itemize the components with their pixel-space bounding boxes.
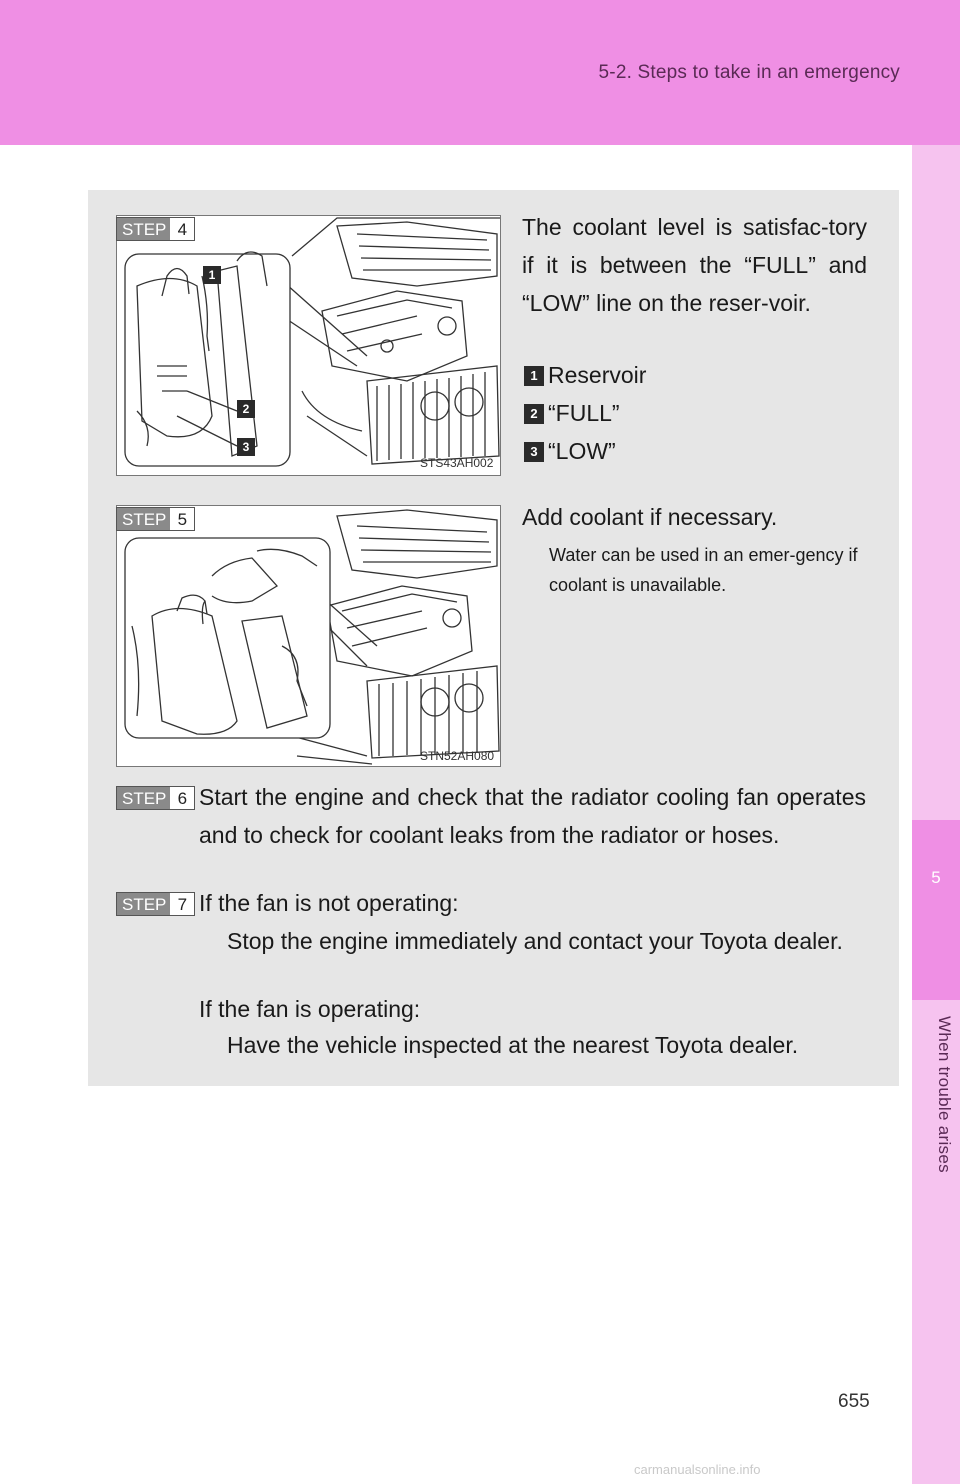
legend-num: 2 bbox=[524, 403, 544, 424]
chapter-tab-strip bbox=[912, 145, 960, 1484]
add-coolant-figure: STN52AH080 bbox=[116, 505, 501, 767]
step-badge-5: STEP 5 bbox=[116, 507, 196, 531]
step-number: 4 bbox=[170, 218, 195, 240]
legend-item-low: 3 “LOW” bbox=[524, 438, 616, 465]
step-badge-6: STEP 6 bbox=[116, 786, 196, 810]
figure-code: STS43AH002 bbox=[420, 456, 494, 470]
legend-label: “FULL” bbox=[548, 400, 620, 426]
active-chapter-tab bbox=[912, 820, 960, 1000]
callout-3: 3 bbox=[237, 438, 255, 456]
step6-text: Start the engine and check that the radi… bbox=[199, 784, 866, 848]
step7-case2-action: Have the vehicle inspected at the neares… bbox=[227, 1032, 799, 1058]
watermark: carmanualsonline.info bbox=[634, 1462, 761, 1477]
section-title: 5-2. Steps to take in an emergency bbox=[598, 62, 900, 83]
legend-item-reservoir: 1 Reservoir bbox=[524, 362, 646, 389]
legend-label: “LOW” bbox=[548, 438, 616, 464]
page-number: 655 bbox=[838, 1391, 870, 1412]
figure-code: STN52AH080 bbox=[420, 749, 495, 763]
engine-bay-illustration bbox=[124, 217, 500, 467]
step-badge-4-overlay: STEP 4 bbox=[116, 217, 196, 241]
chapter-number: 5 bbox=[931, 868, 941, 887]
step4-text: The coolant level is satisfac-tory if it… bbox=[522, 214, 867, 316]
step-label: STEP bbox=[117, 787, 171, 809]
legend-num: 1 bbox=[524, 365, 544, 386]
step5-note: Water can be used in an emer-gency if co… bbox=[549, 545, 858, 595]
callout-1: 1 bbox=[203, 266, 221, 284]
legend-item-full: 2 “FULL” bbox=[524, 400, 620, 427]
step-label: STEP bbox=[117, 893, 171, 915]
step-number: 5 bbox=[170, 508, 195, 530]
pouring-coolant-illustration bbox=[124, 509, 500, 765]
legend-label: Reservoir bbox=[548, 362, 647, 388]
page-header: 5-2. Steps to take in an emergency bbox=[0, 0, 960, 145]
step5-text: Add coolant if necessary. bbox=[522, 504, 778, 530]
step7-case2: If the fan is operating: bbox=[199, 996, 421, 1022]
step-label: STEP bbox=[117, 508, 171, 530]
step-number: 6 bbox=[170, 787, 195, 809]
chapter-label: When trouble arises bbox=[935, 1016, 954, 1173]
step-label: STEP bbox=[117, 218, 171, 240]
step7-case1: If the fan is not operating: bbox=[199, 890, 459, 916]
reservoir-level-figure: 1 2 3 STS43AH002 bbox=[116, 215, 501, 476]
step7-case1-action: Stop the engine immediately and contact … bbox=[227, 928, 843, 954]
step-number: 7 bbox=[170, 893, 195, 915]
step-badge-7: STEP 7 bbox=[116, 892, 196, 916]
legend-num: 3 bbox=[524, 441, 544, 462]
callout-2: 2 bbox=[237, 400, 255, 418]
